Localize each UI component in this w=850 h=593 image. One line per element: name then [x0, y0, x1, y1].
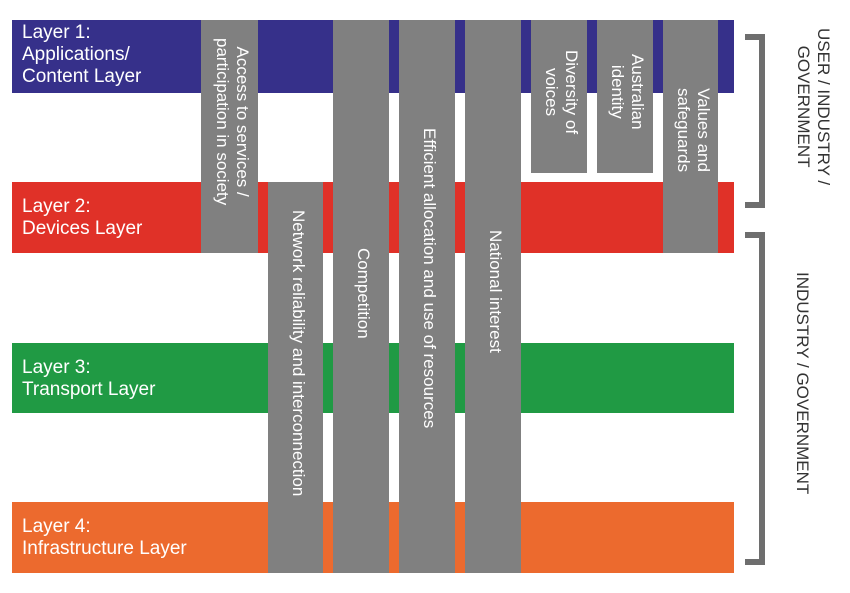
column-australian-text-2: identity	[608, 64, 627, 119]
layer-2-title: Layer 2:	[22, 196, 91, 217]
column-competition-text: Competition	[354, 248, 373, 339]
layer-4-label: Layer 4: Infrastructure Layer	[22, 516, 187, 560]
bracket-top-text-1: USER / INDUSTRY /	[814, 28, 833, 186]
layer-1-name: Applications/	[22, 44, 130, 65]
bracket-top-label: USER / INDUSTRY / GOVERNMENT	[793, 28, 833, 185]
column-values: Values and safeguards	[663, 20, 718, 253]
layer-3-title: Layer 3:	[22, 357, 91, 378]
column-diversity-text-2: voices	[542, 67, 561, 117]
layer-2-label: Layer 2: Devices Layer	[22, 196, 142, 240]
bracket-bottom-text: INDUSTRY / GOVERNMENT	[793, 272, 812, 495]
column-national-text: National interest	[486, 230, 505, 353]
layer-2-name: Devices Layer	[22, 218, 143, 239]
column-diversity: Diversity of voices	[531, 20, 587, 173]
layer-4-title: Layer 4:	[22, 516, 91, 537]
layer-1-name-cont: Content Layer	[22, 66, 142, 87]
bracket-bottom	[745, 232, 765, 565]
column-network-text: Network reliability and interconnection	[288, 210, 308, 497]
column-diversity-text-1: Diversity of	[562, 50, 581, 135]
column-australian-text-1: Australian	[628, 54, 647, 130]
layer-3-label: Layer 3: Transport Layer	[22, 357, 155, 401]
layer-1-title: Layer 1:	[22, 22, 91, 43]
column-access: Access to services / participation in so…	[201, 20, 258, 253]
layer-1-label: Layer 1: Applications/ Content Layer	[22, 22, 141, 88]
column-network: Network reliability and interconnection	[268, 182, 323, 573]
column-values-text-1: Values and	[693, 88, 713, 172]
layer-3-name: Transport Layer	[22, 379, 156, 400]
bracket-bottom-label: INDUSTRY / GOVERNMENT	[792, 272, 812, 494]
bracket-top	[745, 34, 765, 208]
layer-4-name: Infrastructure Layer	[22, 538, 187, 559]
column-values-text-2: safeguards	[673, 88, 693, 173]
column-efficient-text: Efficient allocation and use of resource…	[420, 128, 439, 429]
column-access-text-2: participation in society	[212, 38, 232, 206]
column-efficient: Efficient allocation and use of resource…	[399, 20, 455, 573]
column-national: National interest	[465, 20, 521, 573]
column-australian: Australian identity	[597, 20, 653, 173]
bracket-top-text-2: GOVERNMENT	[794, 45, 813, 168]
column-access-text-1: Access to services /	[232, 46, 252, 197]
column-competition: Competition	[333, 20, 389, 573]
